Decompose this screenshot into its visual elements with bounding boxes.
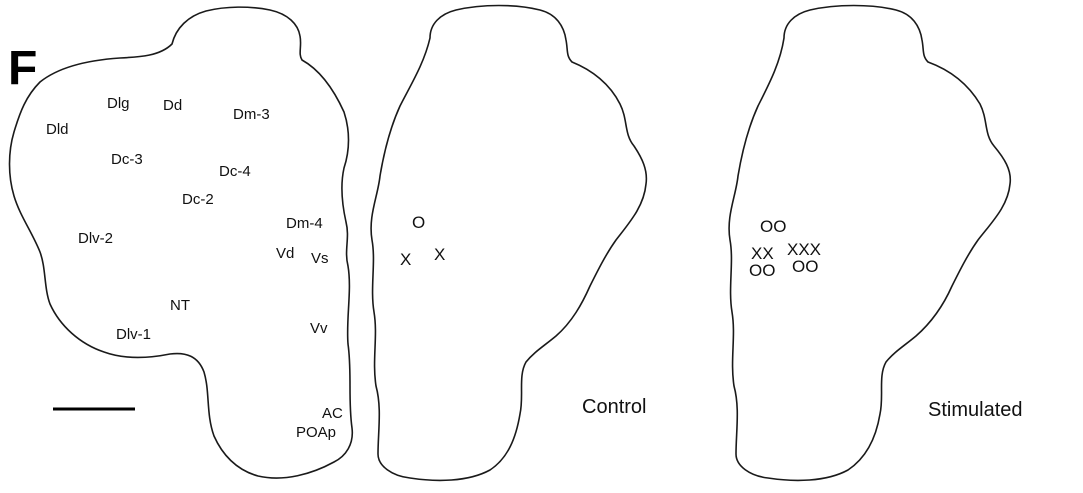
control-marker-x-right: X: [434, 245, 445, 264]
region-label-vs: Vs: [311, 250, 329, 267]
region-label-nt: NT: [170, 297, 190, 314]
region-label-vv: Vv: [310, 320, 328, 337]
stimulated-marker-xx: XX: [751, 244, 774, 263]
stimulated-marker-oo-left: OO: [749, 261, 775, 280]
region-label-dlv1: Dlv-1: [116, 326, 151, 343]
region-label-poap: POAp: [296, 424, 336, 441]
region-label-dd: Dd: [163, 97, 182, 114]
region-label-ac: AC: [322, 405, 343, 422]
region-label-dc4: Dc-4: [219, 163, 251, 180]
region-label-vd: Vd: [276, 245, 294, 262]
region-label-dlg: Dlg: [107, 95, 130, 112]
region-label-dc3: Dc-3: [111, 151, 143, 168]
panel-letter: F: [8, 42, 37, 95]
region-label-dm4: Dm-4: [286, 215, 323, 232]
stimulated-label: Stimulated: [928, 399, 1023, 421]
control-marker-x-left: X: [400, 250, 411, 269]
region-label-dld: Dld: [46, 121, 69, 138]
region-label-dc2: Dc-2: [182, 191, 214, 208]
stimulated-marker-oo-right: OO: [792, 257, 818, 276]
region-label-dm3: Dm-3: [233, 106, 270, 123]
control-marker-o: O: [412, 213, 425, 232]
control-label: Control: [582, 396, 646, 418]
stimulated-section-outline: [728, 4, 1012, 482]
annotated-section-outline: [8, 6, 354, 479]
stimulated-marker-oo-top: OO: [760, 217, 786, 236]
control-section-outline: [370, 4, 648, 482]
region-label-dlv2: Dlv-2: [78, 230, 113, 247]
stimulated-marker-xxx: XXX: [787, 240, 821, 259]
